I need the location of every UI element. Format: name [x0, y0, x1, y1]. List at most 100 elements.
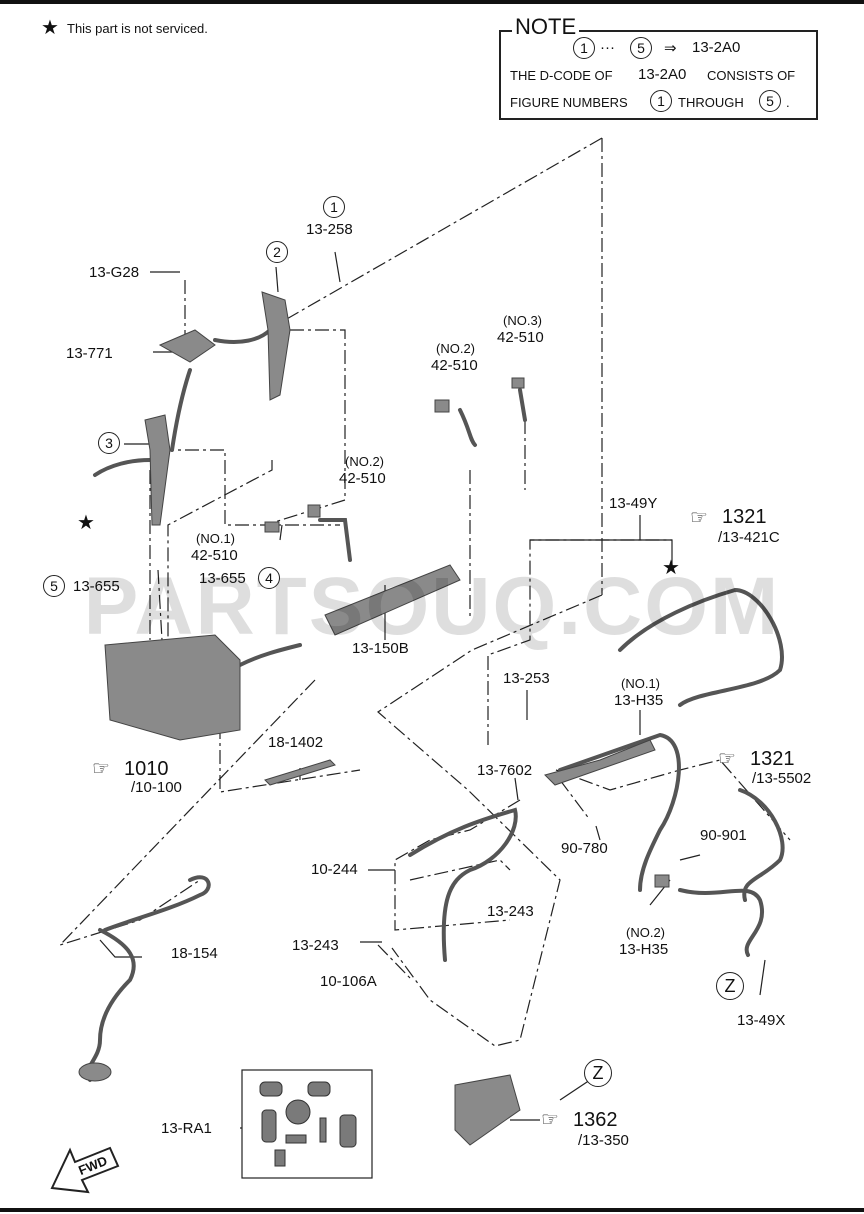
- callout-z-right[interactable]: Z: [716, 972, 744, 1000]
- note-line2-end: CONSISTS OF: [707, 68, 796, 83]
- part-1362: [454, 1074, 521, 1146]
- kit-part: [274, 1149, 286, 1167]
- wiring-harness: [85, 928, 136, 1082]
- label-13-h35-no1[interactable]: 13-H35: [614, 692, 664, 709]
- bracket-13-49y: [530, 539, 673, 568]
- part-fuel-rail: [324, 564, 461, 636]
- part-ignition-coil-3: [144, 414, 171, 526]
- wiring-harness: [408, 807, 518, 962]
- fwd-arrow-icon: [50, 1146, 120, 1194]
- label-13-h35-no2[interactable]: 13-H35: [619, 941, 669, 958]
- ref-1010[interactable]: 1010: [124, 758, 169, 780]
- wiring-harness: [618, 587, 784, 707]
- kit-part: [319, 1117, 327, 1143]
- callout-1[interactable]: 1: [323, 196, 345, 218]
- part-42-510-1: [264, 521, 280, 533]
- note-arrow-icon: ⇒: [664, 40, 677, 57]
- note-code: 13-2A0: [692, 39, 741, 56]
- ref-1321b-sub[interactable]: /13-5502: [752, 770, 812, 787]
- label-13-ra1[interactable]: 13-RA1: [161, 1120, 212, 1137]
- wiring-harness: [103, 875, 211, 932]
- label-90-901[interactable]: 90-901: [700, 827, 747, 844]
- legend-star-note: This part is not serviced.: [67, 21, 208, 36]
- label-13-g28[interactable]: 13-G28: [89, 264, 140, 281]
- callout-2[interactable]: 2: [266, 241, 288, 263]
- wiring-harness: [558, 732, 681, 892]
- leader-line: [595, 825, 601, 841]
- note-title: NOTE: [512, 14, 580, 40]
- hand-pointer-icon: ☞: [541, 1109, 559, 1131]
- hand-pointer-icon: ☞: [92, 758, 110, 780]
- wiring-harness: [678, 888, 764, 957]
- part-13-771: [158, 329, 216, 363]
- kit-part: [339, 1114, 357, 1148]
- label-42-510-no1[interactable]: 42-510: [191, 547, 238, 564]
- label-13-7602[interactable]: 13-7602: [477, 762, 533, 779]
- top-border: [0, 0, 864, 4]
- wiring-harness: [213, 328, 272, 344]
- note-dots: ···: [600, 39, 615, 56]
- leader-line: [160, 449, 340, 526]
- label-no2a: (NO.2): [436, 341, 475, 356]
- label-10-244[interactable]: 10-244: [311, 861, 358, 878]
- wiring-harness: [238, 643, 302, 667]
- ref-1010-sub[interactable]: /10-100: [131, 779, 182, 796]
- label-13-49y[interactable]: 13-49Y: [609, 495, 658, 512]
- note-line3-end: .: [786, 95, 790, 110]
- wiring-harness: [93, 458, 152, 477]
- label-13-771[interactable]: 13-771: [66, 345, 113, 362]
- label-13-655-left[interactable]: 13-655: [73, 578, 120, 595]
- leader-line: [409, 859, 511, 881]
- part-42-510-3: [511, 377, 525, 389]
- part-engine-block: [104, 634, 241, 741]
- note-line2-code: 13-2A0: [638, 66, 687, 83]
- part-13-h35-2: [654, 874, 670, 888]
- leader-line: [514, 777, 519, 801]
- hand-pointer-icon: ☞: [718, 748, 736, 770]
- label-13-150b[interactable]: 13-150B: [352, 640, 409, 657]
- ref-1362-sub[interactable]: /13-350: [578, 1132, 629, 1149]
- note-box: [499, 30, 818, 120]
- label-18-154[interactable]: 18-154: [171, 945, 218, 962]
- leader-line: [394, 799, 521, 931]
- part-ignition-coil: [261, 291, 291, 401]
- label-10-106a[interactable]: 10-106A: [320, 973, 377, 990]
- callout-z-bottom[interactable]: Z: [584, 1059, 612, 1087]
- leader-line: [377, 944, 411, 979]
- kit-part: [285, 1099, 311, 1125]
- star-icon: ★: [41, 17, 59, 39]
- note-line2: THE D-CODE OF: [510, 68, 613, 83]
- ref-1321a-sub[interactable]: /13-421C: [718, 529, 780, 546]
- part-42-510-2a: [434, 399, 450, 413]
- label-42-510-no3[interactable]: 42-510: [497, 329, 544, 346]
- ref-1321b[interactable]: 1321: [750, 748, 795, 770]
- label-13-655-right[interactable]: 13-655: [199, 570, 246, 587]
- label-90-780[interactable]: 90-780: [561, 840, 608, 857]
- label-13-243-b[interactable]: 13-243: [292, 937, 339, 954]
- hand-pointer-icon: ☞: [690, 507, 708, 529]
- watermark: PARTSOUQ.COM: [83, 561, 781, 652]
- label-42-510-no2b[interactable]: 42-510: [339, 470, 386, 487]
- leader-line: [59, 679, 316, 946]
- callout-4[interactable]: 4: [258, 567, 280, 589]
- callout-5[interactable]: 5: [43, 575, 65, 597]
- label-no1b: (NO.1): [621, 676, 660, 691]
- leader-line: [377, 594, 603, 1047]
- label-18-1402[interactable]: 18-1402: [268, 734, 324, 751]
- label-42-510-no2a[interactable]: 42-510: [431, 357, 478, 374]
- note-circle-5b: 5: [759, 90, 781, 112]
- label-13-253[interactable]: 13-253: [503, 670, 550, 687]
- wiring-harness: [458, 408, 477, 447]
- star-icon: ★: [662, 557, 680, 579]
- ref-1321a[interactable]: 1321: [722, 506, 767, 528]
- label-13-258[interactable]: 13-258: [306, 221, 353, 238]
- ref-1362[interactable]: 1362: [573, 1109, 618, 1131]
- label-no2c: (NO.2): [626, 925, 665, 940]
- label-13-243-a[interactable]: 13-243: [487, 903, 534, 920]
- leader-line: [167, 460, 273, 640]
- note-circle-1b: 1: [650, 90, 672, 112]
- callout-3[interactable]: 3: [98, 432, 120, 454]
- part-42-510-2b: [307, 504, 321, 518]
- label-13-49x[interactable]: 13-49X: [737, 1012, 786, 1029]
